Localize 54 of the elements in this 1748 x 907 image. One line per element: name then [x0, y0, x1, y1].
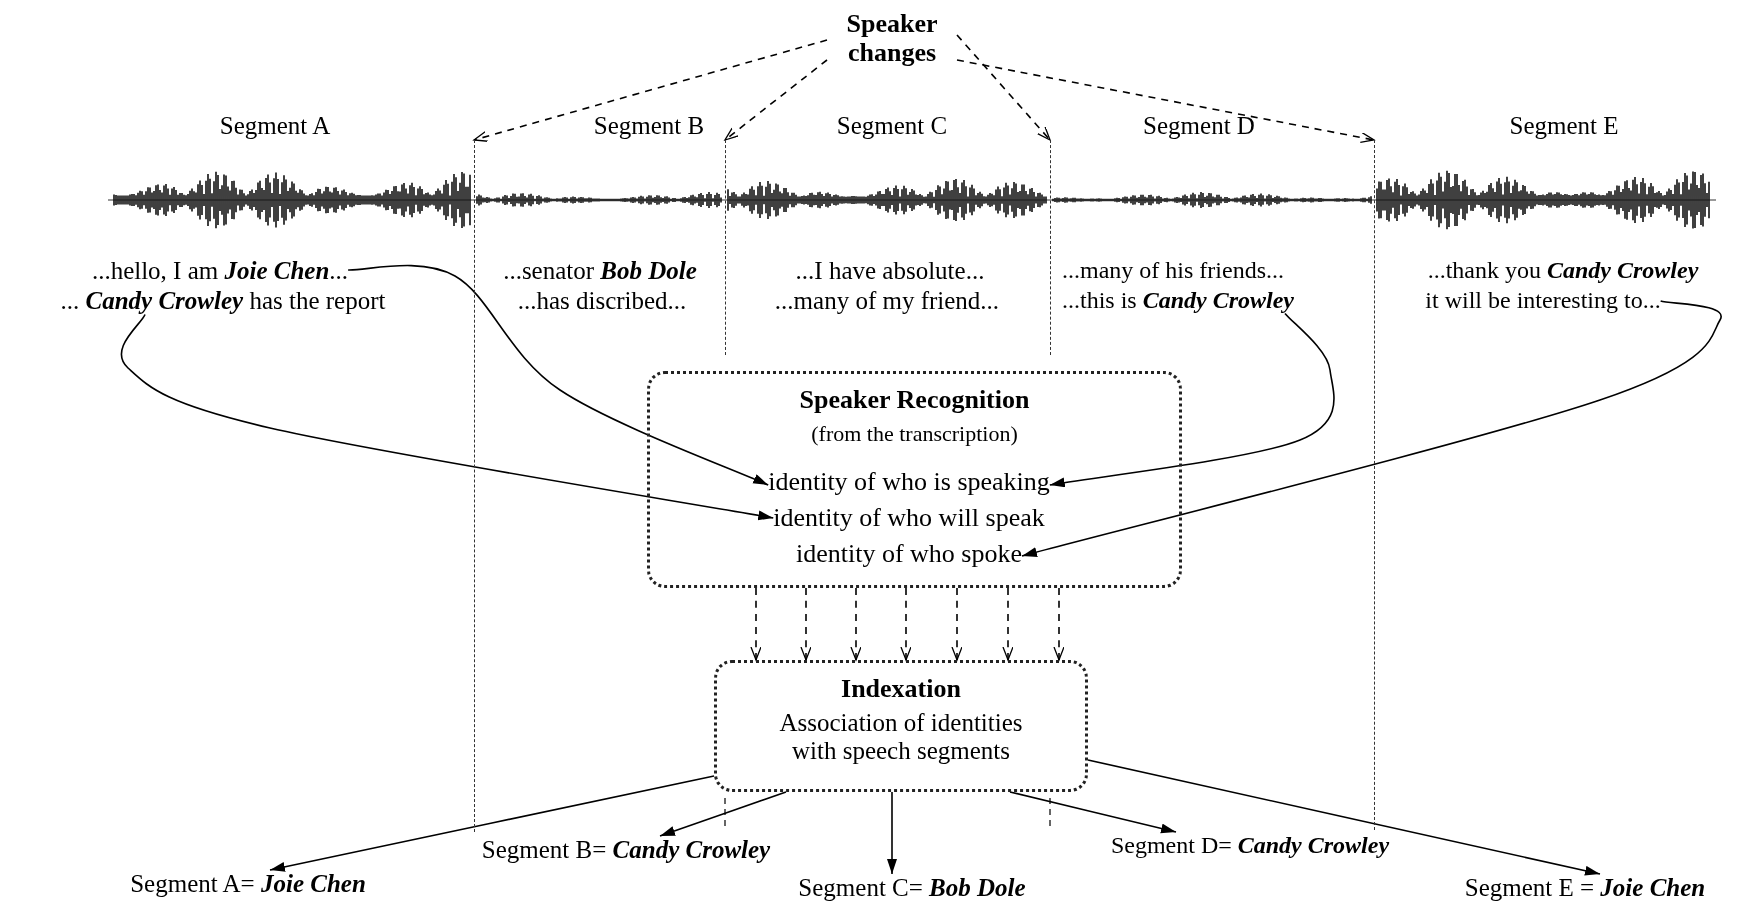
box-subtitle: (from the transcription): [811, 422, 1018, 447]
process-box: [647, 371, 1182, 588]
arrow: [1009, 791, 1177, 834]
segment-heading: Segment D: [1143, 112, 1255, 140]
dashed-arrow: [951, 587, 963, 661]
segment-boundary-line: [1050, 140, 1051, 355]
dashed-arrow: [1053, 587, 1065, 661]
box-title: Speaker Recognition: [799, 386, 1030, 415]
transcript-text: ...hello, I am Joie Chen...: [91, 257, 349, 285]
transcript-text: ...I have absolute...: [795, 257, 985, 285]
arrow: [1087, 759, 1601, 876]
segment-heading: Segment E: [1509, 112, 1619, 140]
dashed-arrow: [956, 34, 1051, 141]
dashed-arrow: [473, 39, 828, 142]
dashed-arrow: [800, 587, 812, 661]
segment-boundary-line: [725, 140, 726, 355]
result-text: Segment D= Candy Crowley: [1110, 832, 1390, 859]
dashed-arrow: [956, 59, 1375, 144]
dashed-arrow: [1002, 587, 1014, 661]
transcript-text: ...senator Bob Dole: [503, 257, 697, 285]
segment-heading: Segment C: [836, 112, 948, 140]
transcript-text: ...many of his friends...: [1062, 257, 1284, 284]
dashed-arrow: [850, 587, 862, 661]
segment-heading: Segment B: [593, 112, 705, 140]
arrow: [659, 791, 787, 837]
result-text: Segment B= Candy Crowley: [481, 836, 771, 864]
arrow: [269, 775, 715, 872]
transcript-text: ...many of my friend...: [774, 287, 1000, 315]
identity-text: identity of who is speaking: [768, 468, 1050, 497]
arrow: [347, 264, 769, 486]
box-subtitle: Association of identities with speech segments: [778, 709, 1024, 764]
arrow: [887, 791, 897, 875]
segment-heading: Segment A: [219, 112, 331, 140]
arrow: [120, 313, 775, 521]
dashed-arrow: [750, 587, 762, 661]
transcript-text: ...thank you Candy Crowley: [1427, 257, 1699, 284]
segment-boundary-line: [1374, 140, 1375, 830]
dashed-arrow: [724, 59, 828, 141]
result-text: Segment E = Joie Chen: [1464, 874, 1706, 902]
annotation-label: Speaker changes: [827, 10, 957, 68]
transcript-text: ... Candy Crowley has the report: [60, 287, 386, 315]
transcript-text: it will be interesting to...: [1425, 287, 1661, 314]
identity-text: identity of who spoke: [796, 540, 1022, 569]
result-text: Segment C= Bob Dole: [798, 874, 1026, 902]
identity-text: identity of who will speak: [773, 504, 1045, 533]
box-title: Indexation: [841, 675, 961, 704]
segment-boundary-line: [474, 140, 475, 832]
arrow: [1049, 312, 1335, 488]
arrow: [1021, 300, 1722, 557]
transcript-text: ...this is Candy Crowley: [1062, 287, 1295, 314]
result-text: Segment A= Joie Chen: [130, 870, 366, 898]
dashed-arrow: [900, 587, 912, 661]
transcript-text: ...has discribed...: [517, 287, 687, 315]
process-box: [714, 660, 1088, 792]
